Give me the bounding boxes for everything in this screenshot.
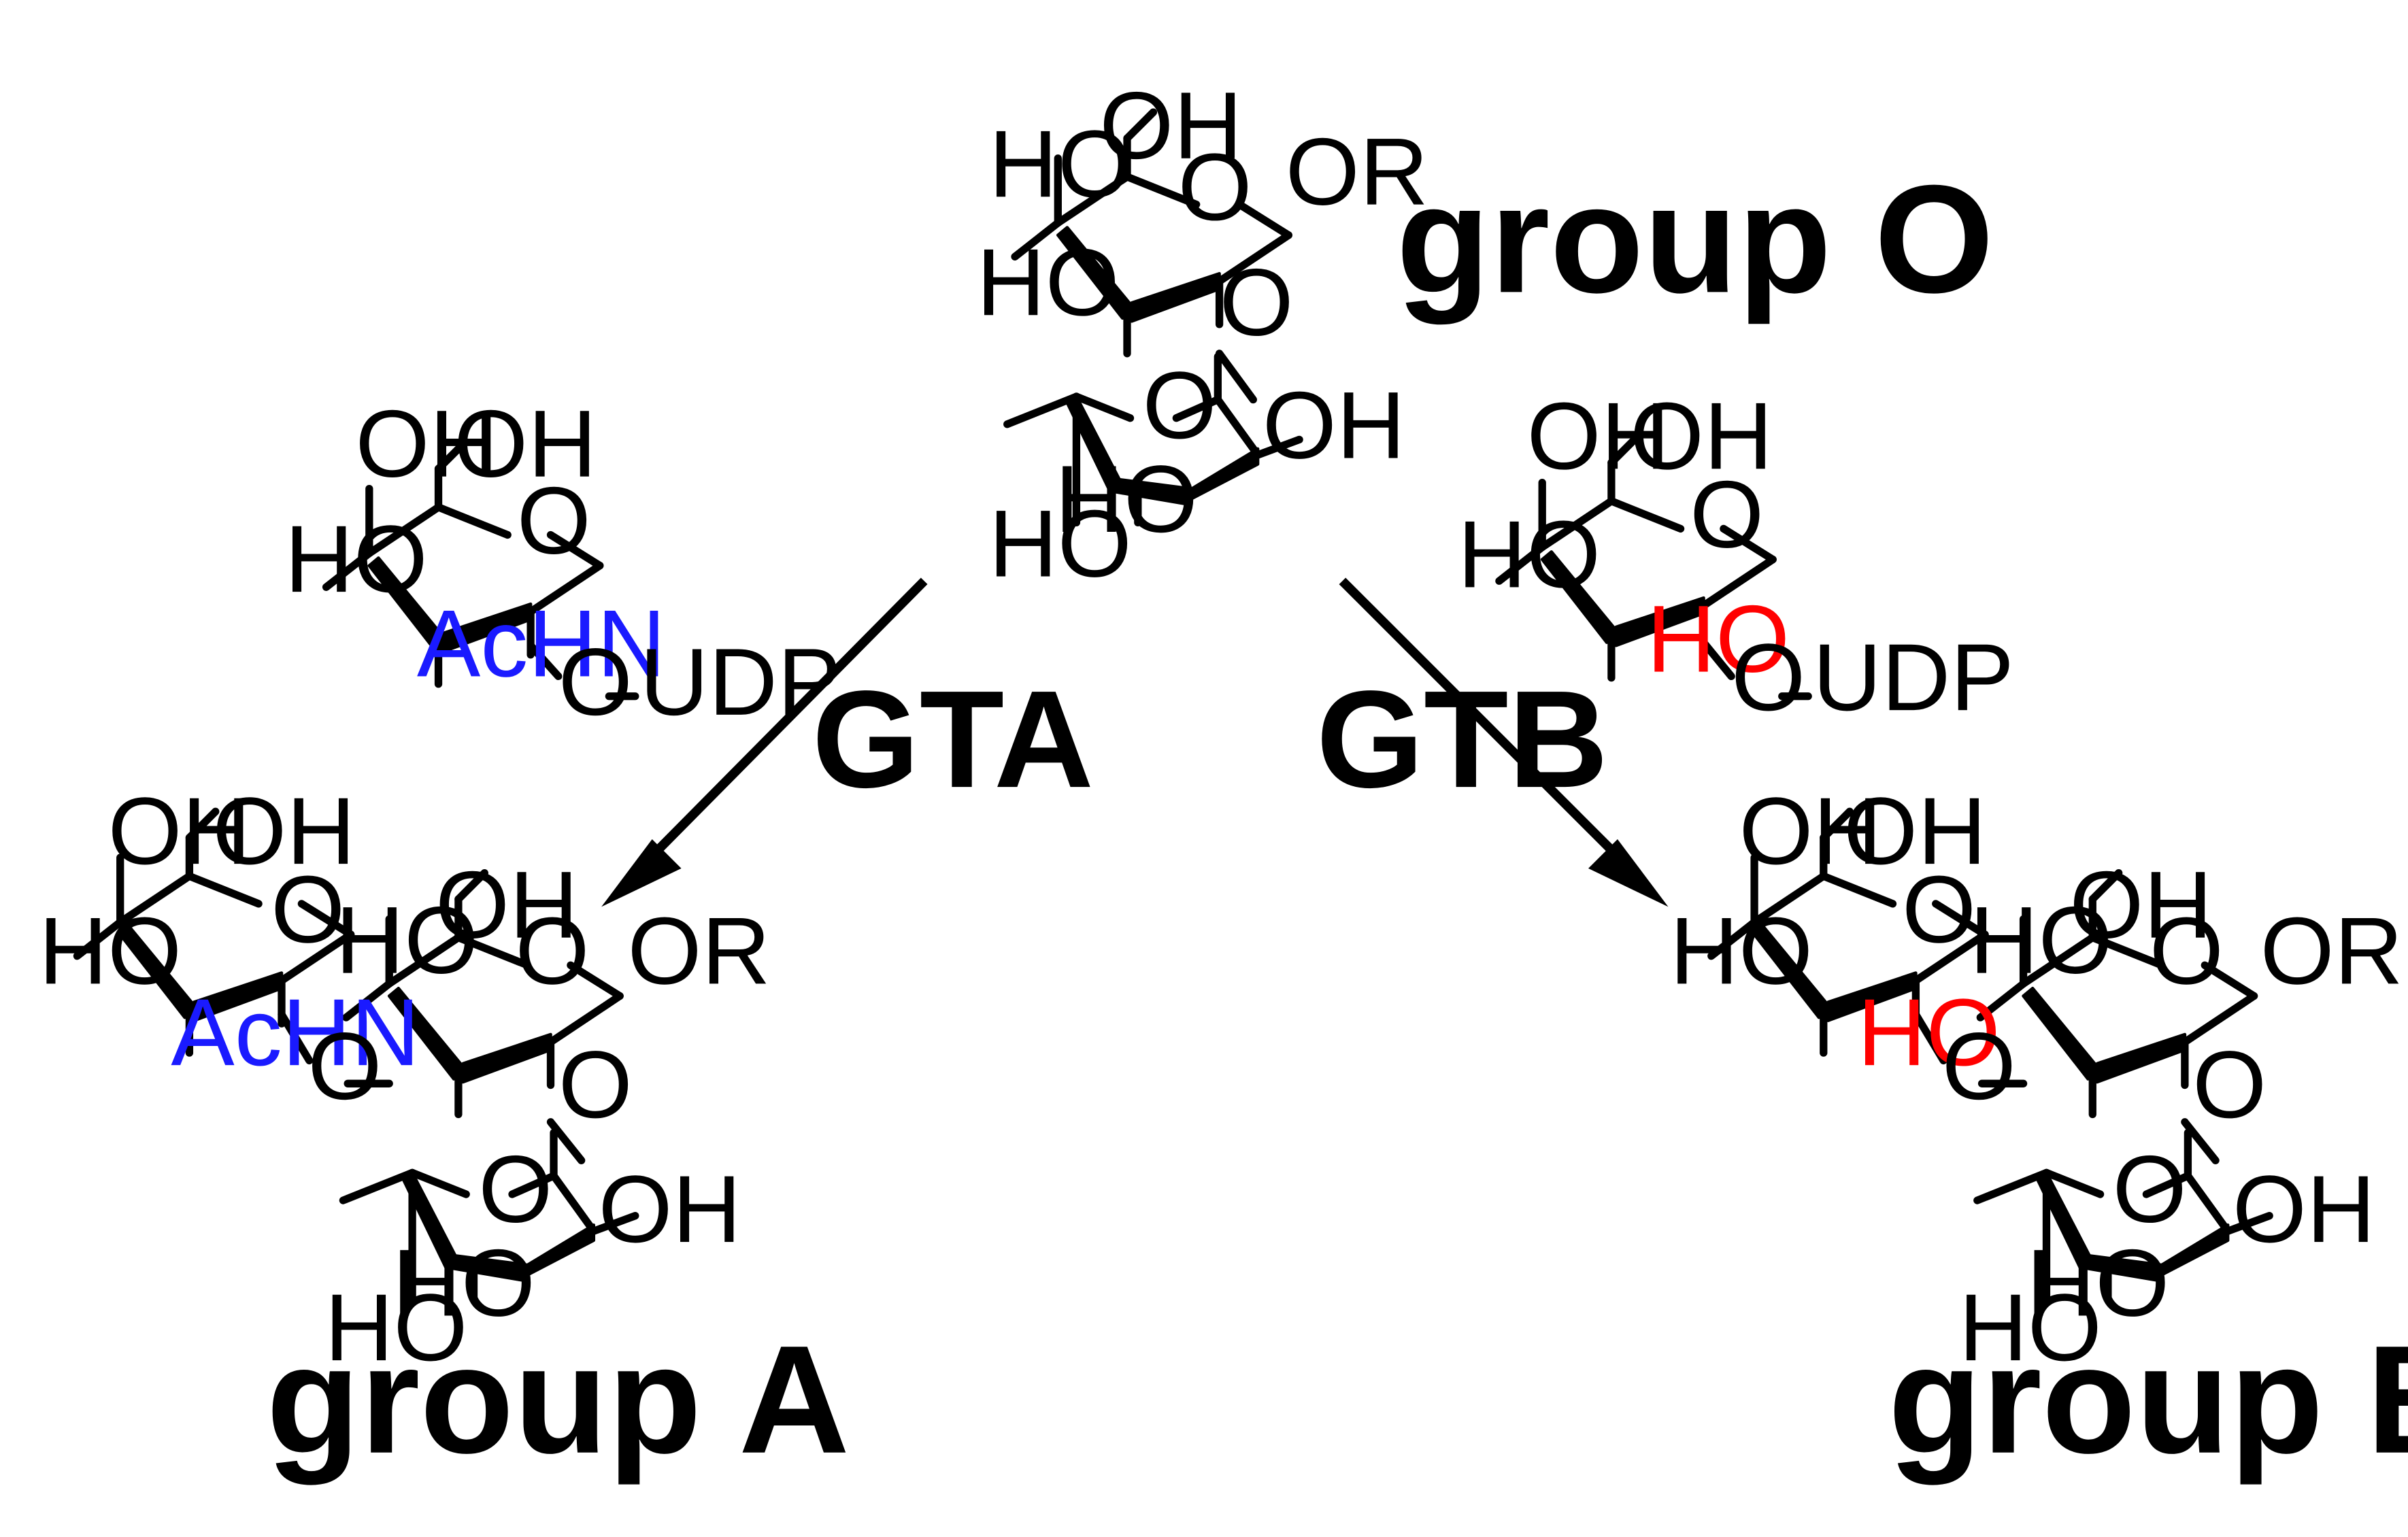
atom-ho: HO	[1458, 501, 1601, 607]
atom-ring-o: O	[1902, 856, 1976, 962]
atom-achn: AcHN	[171, 979, 420, 1085]
atom-ho: HO	[977, 229, 1120, 335]
atom-ho-highlight: HO	[1858, 979, 2001, 1085]
atom-ho: HO	[335, 887, 478, 994]
atom-oh: OH	[1630, 382, 1773, 489]
enzyme-gta-label: GTA	[812, 662, 1094, 817]
group-a-structure	[77, 811, 635, 1298]
atom-ho: HO	[989, 490, 1132, 597]
atom-ring-o: O	[517, 467, 591, 574]
atom-glycosidic-o: O	[1942, 1013, 2016, 1119]
atom-ho: HO	[392, 1230, 535, 1336]
arrow-gtb	[1339, 577, 1669, 907]
group-a-label: group A	[266, 1313, 850, 1485]
atom-oh: OH	[1099, 72, 1242, 179]
atom-ring-o: O	[2150, 897, 2224, 1004]
udp-galnac-structure	[327, 443, 639, 700]
arrow-gta	[601, 577, 928, 907]
atom-ring-o: O	[516, 897, 590, 1004]
atom-ring-o: O	[2113, 1136, 2187, 1243]
atom-oh: OH	[355, 390, 498, 497]
atom-ho: HO	[2026, 1230, 2169, 1336]
atom-oh: OH	[1843, 777, 1986, 884]
atom-o: O	[558, 628, 633, 735]
enzyme-gtb-label: GTB	[1316, 662, 1608, 817]
group-b-structure	[1711, 811, 2269, 1298]
atom-oh: OH	[108, 777, 251, 884]
atom-o: O	[1731, 624, 1805, 730]
atom-oh: OH	[2069, 851, 2212, 958]
group-o-structure	[1007, 112, 1299, 522]
atom-oh: OH	[212, 777, 355, 884]
atom-oh: OH	[1527, 382, 1670, 489]
atom-oh: OH	[2233, 1155, 2375, 1262]
atom-ho: HO	[1959, 1274, 2102, 1381]
atom-glycosidic-o: O	[558, 1031, 633, 1138]
atom-glycosidic-o: O	[1220, 249, 1294, 356]
atom-ring-o: O	[478, 1136, 552, 1243]
atom-ho: HO	[1969, 887, 2112, 994]
atom-ring-o: O	[271, 856, 345, 962]
atom-glycosidic-o: O	[307, 1013, 382, 1119]
atom-ho: HO	[285, 505, 428, 612]
group-b-label: group B	[1888, 1313, 2408, 1485]
atom-glycosidic-o: O	[2192, 1031, 2267, 1138]
atom-oh: OH	[435, 851, 578, 958]
atom-oh: OH	[1739, 777, 1882, 884]
atom-or: OR	[1286, 118, 1428, 225]
atom-oh: OH	[599, 1155, 741, 1262]
atom-ho: HO	[39, 897, 182, 1004]
atom-udp: UDP	[640, 628, 841, 735]
atom-or: OR	[628, 897, 771, 1004]
atom-ho: HO	[1055, 445, 1198, 552]
atom-oh: OH	[1262, 371, 1405, 478]
atom-ring-o: O	[1690, 461, 1764, 568]
atom-ring-o: O	[1178, 133, 1252, 240]
atom-ho: HO	[324, 1274, 467, 1381]
atom-ho: HO	[1670, 897, 1813, 1004]
atom-udp: UDP	[1813, 624, 2014, 730]
atom-ring-o: O	[1143, 352, 1217, 458]
group-o-label: group O	[1397, 152, 1994, 324]
atom-ho: HO	[989, 110, 1132, 217]
atom-achn: AcHN	[417, 590, 666, 696]
atom-ho-highlight: HO	[1647, 586, 1790, 692]
atom-or: OR	[2260, 897, 2403, 1004]
udp-gal-structure	[1499, 437, 1812, 700]
atom-oh: OH	[454, 390, 597, 497]
